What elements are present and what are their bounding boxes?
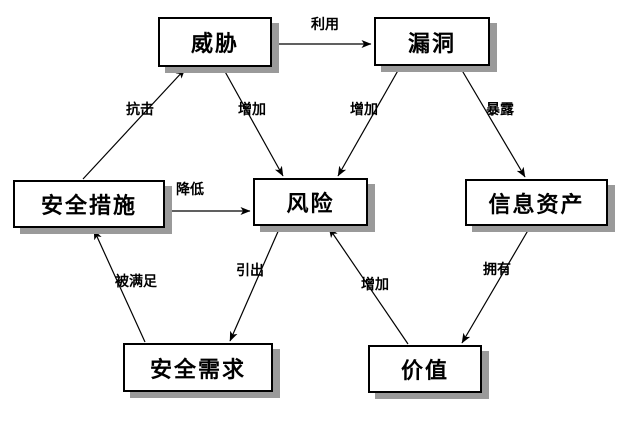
edge-label-resist: 抗击: [126, 102, 154, 118]
edge-label-increase-value: 增加: [361, 277, 389, 293]
edge-increase-threat-arrow: [222, 67, 284, 177]
edge-satisfied-by-arrow: [93, 229, 146, 343]
edge-expose-arrow: [459, 66, 526, 178]
edge-lead-to-arrow: [229, 226, 281, 342]
edge-label-expose: 暴露: [486, 102, 514, 118]
edge-label-lead-to: 引出: [236, 263, 264, 279]
edge-label-satisfied-by: 被满足: [115, 274, 157, 290]
edge-increase-vuln-arrow: [337, 66, 401, 177]
node-threat: 威胁: [158, 17, 272, 67]
edge-increase-value-arrow: [328, 227, 409, 345]
node-security-requirements: 安全需求: [123, 343, 273, 392]
node-info-assets: 信息资产: [465, 179, 608, 226]
edge-label-reduce: 降低: [176, 182, 204, 198]
node-vulnerability: 漏洞: [374, 17, 490, 66]
edge-label-increase-threat: 增加: [238, 102, 266, 118]
edge-resist-arrow: [82, 68, 186, 180]
edge-label-own: 拥有: [483, 262, 511, 278]
node-value: 价值: [368, 345, 482, 393]
edge-label-increase-vuln: 增加: [350, 102, 378, 118]
edge-own-arrow: [461, 226, 531, 344]
edge-label-exploit: 利用: [311, 17, 339, 33]
node-safeguards: 安全措施: [13, 180, 165, 228]
node-risk: 风险: [253, 178, 368, 226]
